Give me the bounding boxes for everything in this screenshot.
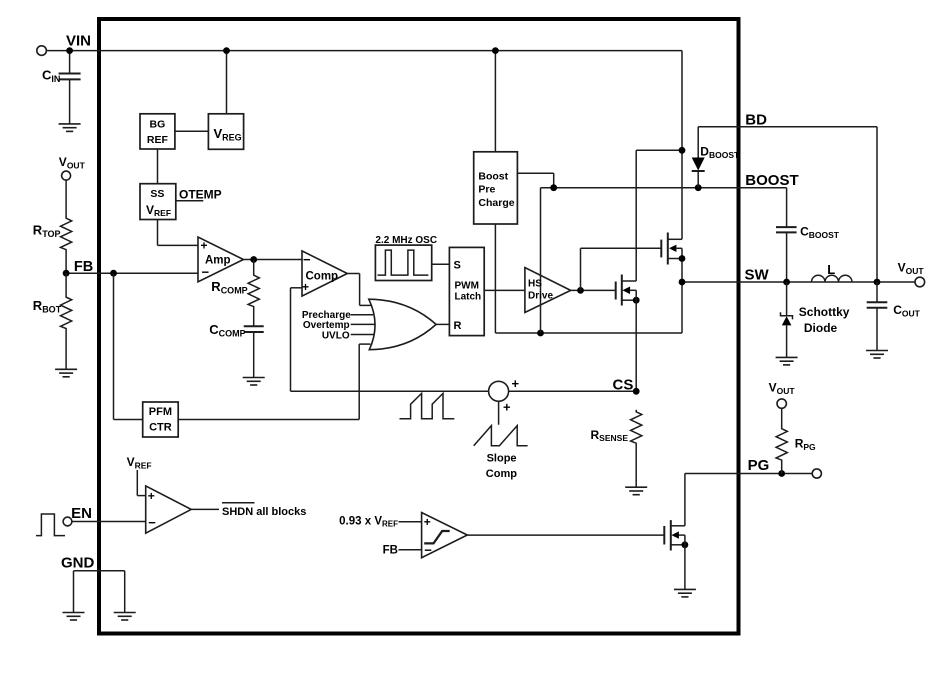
svg-text:FB: FB	[383, 545, 398, 557]
svg-text:−: −	[202, 265, 210, 280]
svg-text:2.2 MHz OSC: 2.2 MHz OSC	[375, 235, 437, 246]
svg-text:R: R	[454, 320, 462, 332]
svg-text:Comp: Comp	[486, 468, 517, 480]
svg-text:+: +	[148, 489, 155, 503]
svg-text:Amp: Amp	[205, 255, 231, 267]
svg-text:SS: SS	[150, 188, 164, 200]
svg-text:CTR: CTR	[149, 421, 172, 433]
svg-text:Schottky: Schottky	[799, 305, 850, 319]
svg-text:Overtemp: Overtemp	[303, 320, 350, 331]
svg-text:OTEMP: OTEMP	[179, 187, 222, 201]
svg-text:−: −	[424, 543, 432, 558]
svg-text:+: +	[503, 400, 511, 415]
svg-text:HS: HS	[528, 279, 542, 290]
svg-text:CS: CS	[613, 376, 634, 393]
svg-text:L: L	[827, 262, 835, 277]
svg-text:+: +	[512, 376, 520, 391]
svg-text:UVLO: UVLO	[322, 331, 350, 342]
svg-text:Diode: Diode	[804, 321, 838, 335]
svg-text:SW: SW	[745, 267, 770, 284]
svg-text:+: +	[302, 280, 309, 294]
svg-text:Drive: Drive	[528, 291, 553, 302]
svg-text:Slope: Slope	[487, 453, 517, 465]
svg-text:REF: REF	[147, 134, 169, 146]
svg-text:+: +	[201, 238, 208, 252]
svg-text:VIN: VIN	[66, 32, 91, 49]
svg-text:BOOST: BOOST	[745, 172, 798, 189]
svg-text:Pre: Pre	[478, 184, 495, 196]
svg-text:SHDN all blocks: SHDN all blocks	[222, 506, 306, 518]
svg-text:0.93 x VREF: 0.93 x VREF	[339, 516, 398, 529]
svg-text:GND: GND	[61, 555, 95, 572]
svg-text:BG: BG	[150, 118, 166, 130]
svg-text:Precharge: Precharge	[302, 310, 351, 321]
svg-text:Latch: Latch	[455, 292, 482, 303]
svg-text:Charge: Charge	[478, 197, 514, 209]
svg-text:PG: PG	[748, 457, 770, 474]
svg-text:PWM: PWM	[455, 281, 479, 292]
svg-text:FB: FB	[74, 259, 93, 275]
svg-text:Boost: Boost	[478, 170, 508, 182]
svg-text:S: S	[454, 259, 461, 271]
svg-text:−: −	[148, 515, 156, 530]
svg-text:EN: EN	[71, 505, 92, 522]
svg-text:BD: BD	[745, 112, 767, 129]
svg-text:Comp: Comp	[306, 271, 339, 283]
svg-text:PFM: PFM	[149, 406, 172, 418]
svg-text:−: −	[303, 252, 311, 267]
svg-text:+: +	[424, 515, 431, 529]
